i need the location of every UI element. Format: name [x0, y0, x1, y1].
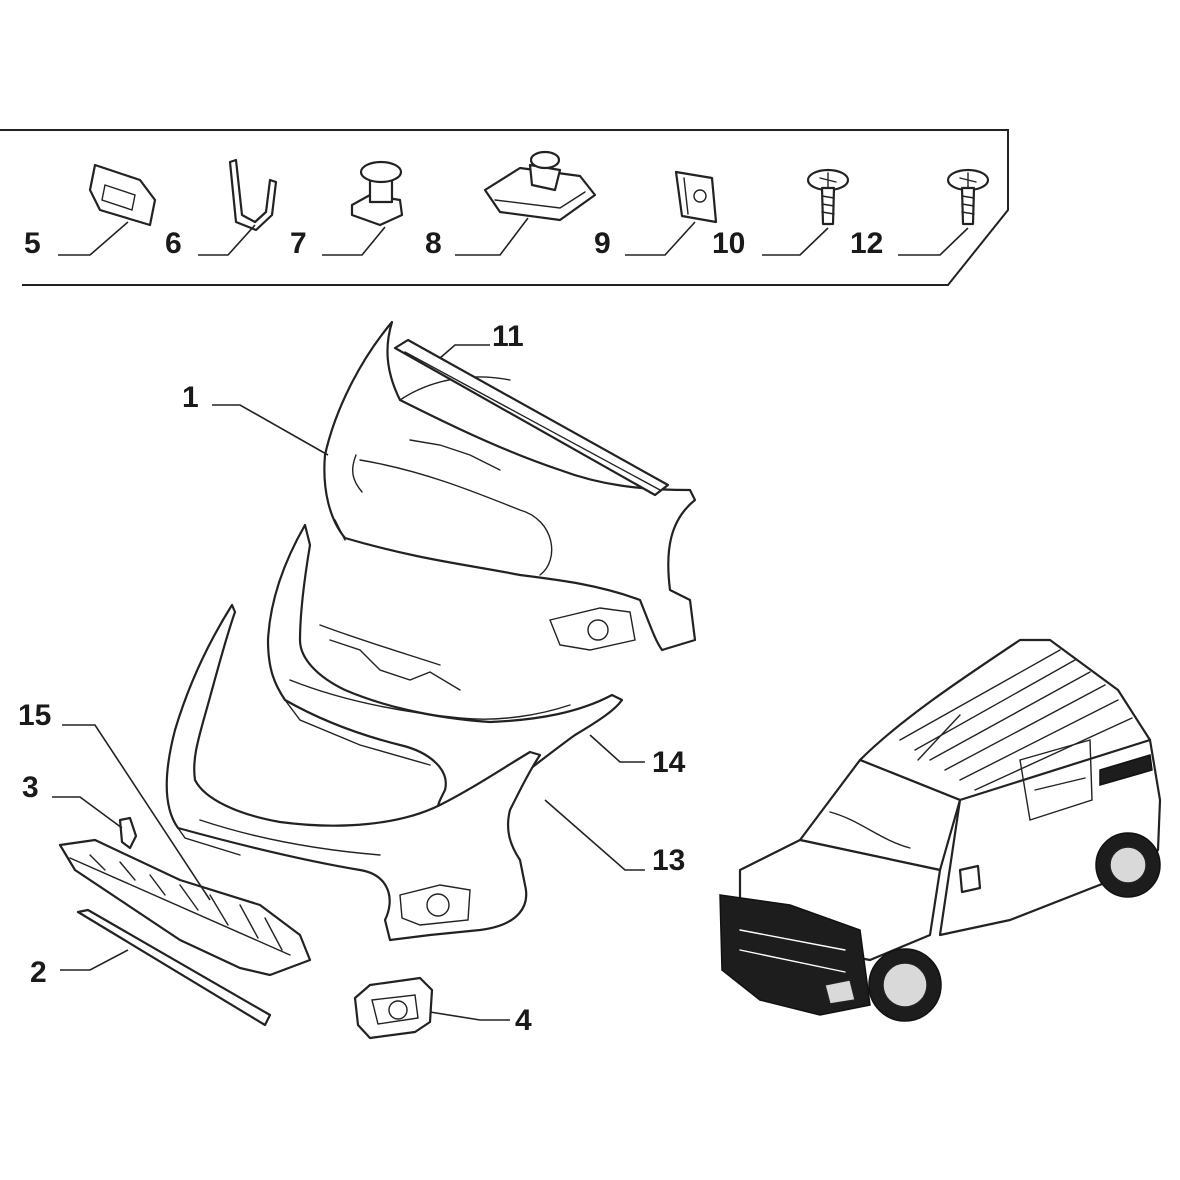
part-10-screw — [806, 168, 850, 226]
part-8-speed-nut — [483, 150, 597, 222]
leader-8 — [455, 217, 529, 256]
callout-6: 6 — [165, 227, 182, 260]
callout-8: 8 — [425, 227, 442, 260]
leader-2 — [60, 949, 129, 971]
callout-3: 3 — [22, 771, 39, 804]
part-5-clip — [88, 163, 157, 227]
callout-13: 13 — [652, 844, 685, 877]
part-2-trim-strip — [76, 908, 272, 1027]
leader-1 — [212, 404, 329, 456]
callout-7: 7 — [290, 227, 307, 260]
leader-12 — [898, 227, 969, 256]
part-13-bumper-lower — [165, 603, 542, 942]
part-9-square-clip — [674, 170, 718, 224]
leader-9 — [625, 221, 696, 256]
callout-5: 5 — [24, 227, 41, 260]
part-1-bumper-upper — [323, 320, 697, 652]
leader-11 — [439, 344, 490, 359]
leader-6 — [198, 224, 256, 256]
fastener-panel-frame — [0, 129, 1009, 286]
part-3-hook — [118, 816, 138, 850]
callout-1: 1 — [182, 381, 199, 414]
callout-9: 9 — [594, 227, 611, 260]
part-6-u-clip — [228, 158, 278, 232]
callout-4: 4 — [515, 1004, 532, 1037]
callout-15: 15 — [18, 699, 51, 732]
vehicle-illustration — [719, 638, 1162, 1022]
callout-11: 11 — [492, 320, 524, 353]
leader-3 — [52, 796, 123, 829]
leader-13 — [544, 799, 645, 871]
leader-10 — [762, 227, 829, 256]
callout-2: 2 — [30, 956, 47, 989]
callout-14: 14 — [652, 746, 686, 779]
callout-12: 12 — [850, 227, 883, 260]
leader-14 — [589, 734, 645, 763]
part-7-push-pin — [350, 160, 404, 227]
part-15-skid-plate — [58, 838, 312, 977]
part-4-fog-lamp-bezel — [353, 976, 434, 1040]
leader-7 — [322, 226, 386, 256]
part-11-mounting-bracket — [393, 338, 670, 497]
callout-10: 10 — [712, 227, 745, 260]
part-12-screw — [946, 168, 990, 226]
leader-5 — [58, 221, 129, 256]
leader-4 — [429, 1011, 510, 1021]
leader-15 — [62, 724, 211, 901]
